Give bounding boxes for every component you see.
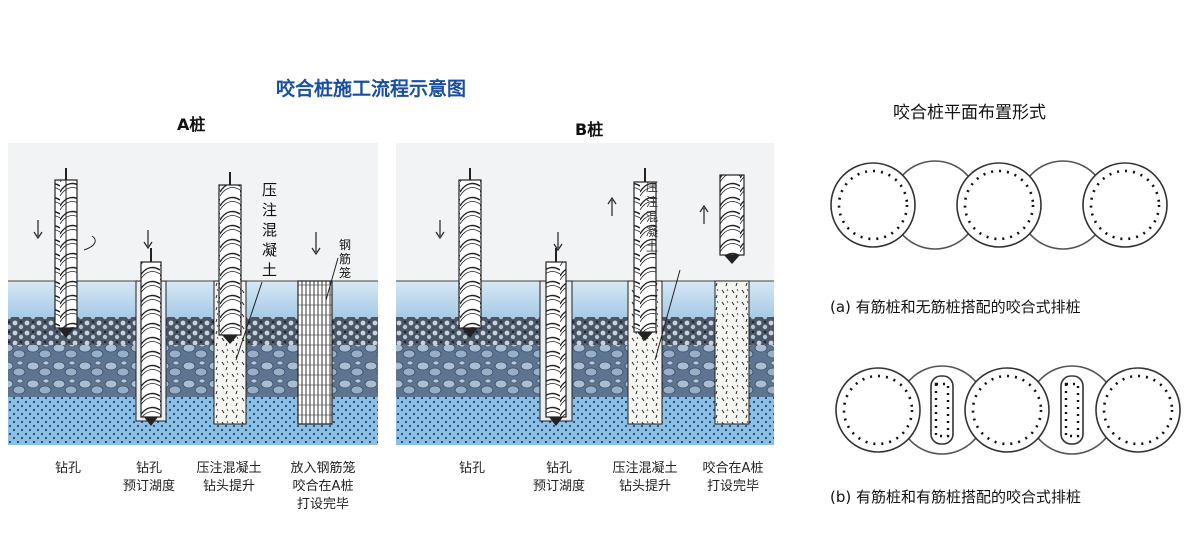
a-callout-rebar-cage: 钢筋笼 [339,238,352,280]
a-step4-line3: 打设完毕 [296,497,349,512]
a-step1-auger [33,168,96,338]
b-step3-line1: 压注混凝土 [612,461,678,476]
plan-layout-b [835,365,1181,455]
b-step2-line1: 钻孔 [545,461,572,476]
b-step2-label: 钻孔 预订湖度 [514,460,604,496]
a-step4-line2: 咬合在A桩 [292,479,354,494]
b-step4-line2: 打设完毕 [706,479,759,494]
a-step3-line1: 压注混凝土 [196,461,262,476]
a-step3-line2: 钻头提升 [202,479,255,494]
b-step1-auger [435,168,482,338]
main-title: 咬合桩施工流程示意图 [276,78,467,100]
panel-a-title: A桩 [177,115,206,134]
a-step2-label: 钻孔 预订湖度 [104,460,194,496]
b-step3-pour [607,168,681,425]
a-step4-cage [297,232,339,425]
b-step2-auger [539,232,573,426]
b-step2-line2: 预订湖度 [532,479,585,494]
a-step1-label: 钻孔 [40,460,96,478]
b-step3-label: 压注混凝土 钻头提升 [600,460,690,496]
caption-a: (a) 有筋桩和无筋桩搭配的咬合式排桩 [830,298,1081,316]
caption-b: (b) 有筋桩和有筋桩搭配的咬合式排桩 [830,488,1081,506]
plan-layout-a [830,160,1168,250]
b-step3-line2: 钻头提升 [618,479,671,494]
a-callout-pour-concrete: 压注混凝土 [262,181,278,279]
b-step4-line1: 咬合在A桩 [702,461,764,476]
b-step4-label: 咬合在A桩 打设完毕 [688,460,778,496]
panel-b-title: B桩 [575,120,604,139]
a-step3-label: 压注混凝土 钻头提升 [184,460,274,496]
b-step1-line1: 钻孔 [458,461,485,476]
a-step2-line1: 钻孔 [135,461,162,476]
a-step4-label: 放入钢筋笼 咬合在A桩 打设完毕 [278,460,368,514]
a-step3-pour [213,172,263,425]
a-step2-auger [135,230,167,426]
a-step4-line1: 放入钢筋笼 [290,461,356,476]
b-callout-pour-concrete: 压注混凝土 [646,180,659,254]
a-step2-line2: 预订湖度 [122,479,175,494]
a-step1-line1: 钻孔 [54,461,81,476]
b-step4-lifted [699,174,750,425]
plan-layout-title: 咬合桩平面布置形式 [893,103,1046,123]
b-step1-label: 钻孔 [444,460,500,478]
